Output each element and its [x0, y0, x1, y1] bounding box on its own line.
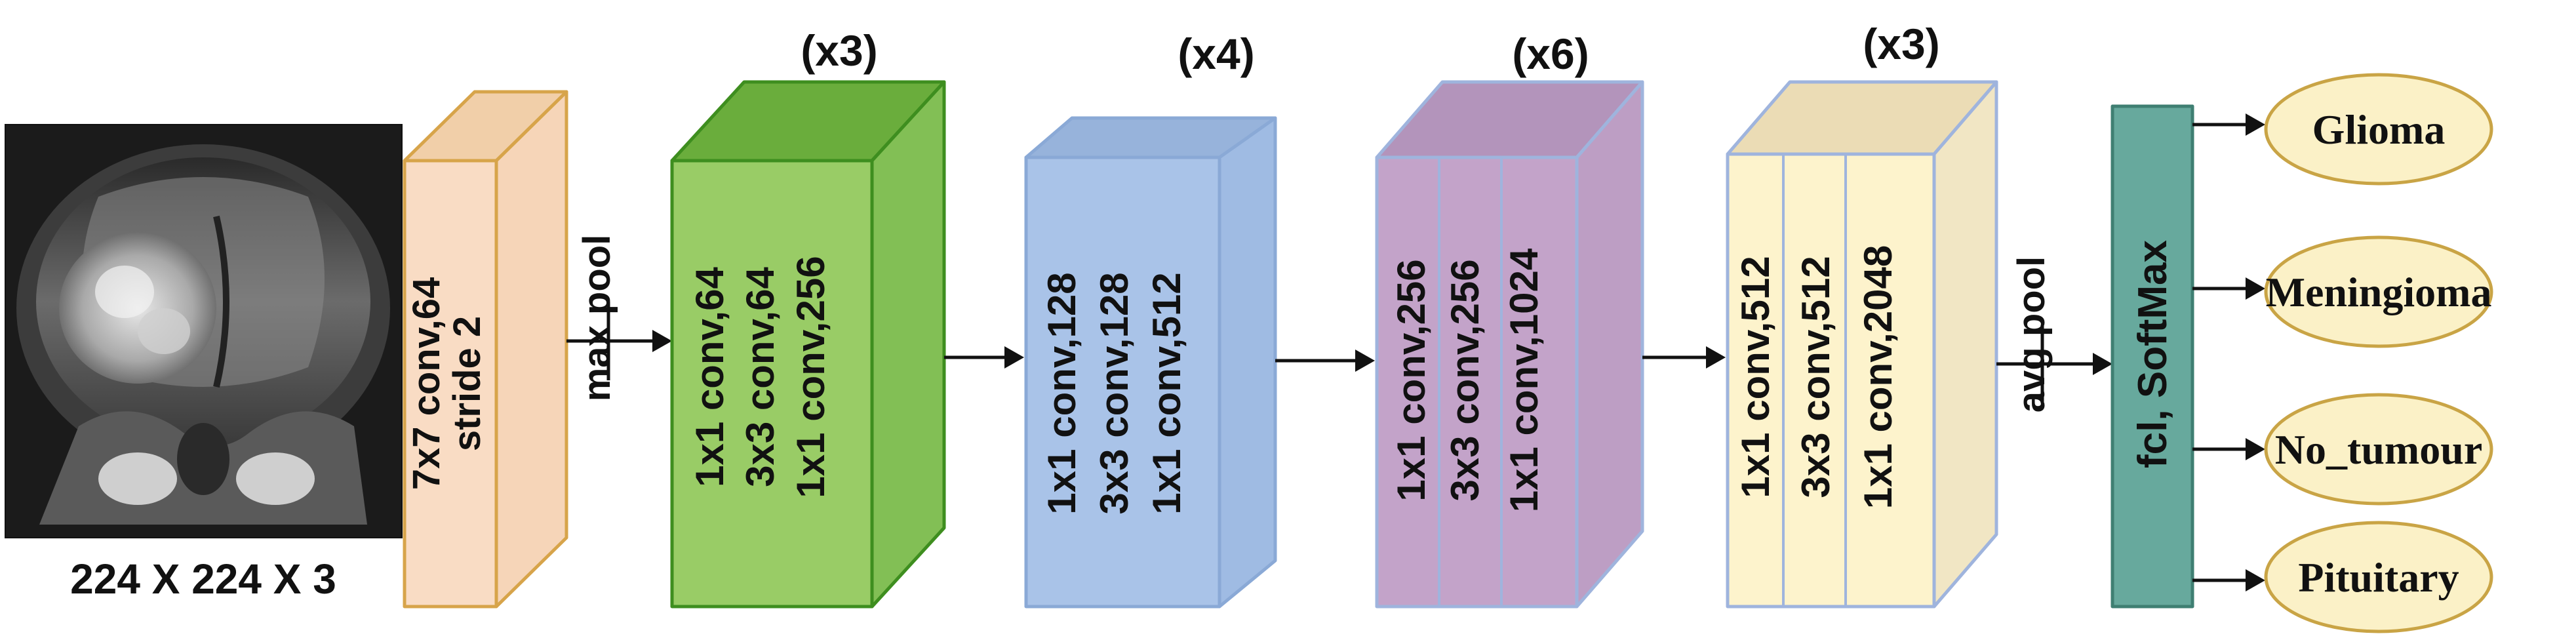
fc-softmax-rect [2110, 104, 2194, 609]
stage-1-side-face [870, 80, 946, 609]
fc-softmax-label: fcl, SoftMax [2130, 240, 2175, 468]
stage-4-line-3: 1x1 conv,2048 [1856, 245, 1900, 510]
output-pituitary-label: Pituitary [2298, 554, 2459, 601]
output-meningioma-ellipse [2264, 235, 2493, 348]
stage-2-line-3: 1x1 conv,512 [1145, 272, 1189, 514]
stage-2-line-1: 1x1 conv,128 [1040, 272, 1084, 514]
max-pool-label: max pool [576, 235, 618, 402]
arrowhead-stage1-to-stage2 [1004, 346, 1024, 369]
stage-2-repeat-label: (x4) [1178, 30, 1254, 78]
stage-3-side-face [1575, 80, 1644, 609]
arrowhead-stage3-to-stage4 [1706, 346, 1726, 369]
stage-2-side-face [1218, 116, 1277, 609]
output-no-tumour-ellipse [2264, 393, 2493, 506]
avg-pool-label: avg pool [2010, 256, 2053, 412]
stage-4-line-1: 1x1 conv,512 [1734, 256, 1777, 498]
stage-3-line-1: 1x1 conv,256 [1389, 259, 1433, 501]
stage-2-block: (x4) 1x1 conv,128 3x3 conv,128 1x1 conv,… [1024, 30, 1277, 609]
stem-label-line2: stride 2 [446, 316, 488, 451]
stage-3-block: (x6) 1x1 conv,256 3x3 conv,256 1x1 conv,… [1375, 30, 1644, 609]
stage-3-line-2: 3x3 conv,256 [1443, 259, 1487, 501]
stage-1-line-1: 1x1 conv,64 [688, 266, 732, 487]
stage-2-front-face [1024, 155, 1221, 609]
output-classes: Glioma Meningioma No_tumour Pituitary [2192, 73, 2493, 633]
stage-1-line-3: 1x1 conv,256 [789, 256, 833, 498]
stage-2-line-2: 3x3 conv,128 [1092, 272, 1136, 514]
output-no-tumour-label: No_tumour [2275, 426, 2482, 473]
stage-4-block: (x3) 1x1 conv,512 3x3 conv,512 1x1 conv,… [1726, 20, 1998, 609]
max-pool-connector: max pool [566, 235, 672, 402]
stage-3-front-face [1375, 155, 1579, 609]
stage-1-front-face [670, 159, 874, 609]
stem-conv-block: 7x7 conv,64 stride 2 [403, 90, 568, 609]
arrowhead-stage2-to-stage3 [1355, 350, 1375, 372]
stage-4-side-face [1932, 80, 1998, 609]
stage-1-block: (x3) 1x1 conv,64 3x3 conv,64 1x1 conv,25… [670, 26, 946, 609]
stage-1-line-2: 3x3 conv,64 [738, 266, 782, 487]
input-mri-image [5, 124, 403, 538]
stage-3-repeat-label: (x6) [1512, 30, 1589, 78]
stem-label-line1: 7x7 conv,64 [405, 277, 448, 490]
stage-4-line-2: 3x3 conv,512 [1794, 256, 1838, 498]
output-glioma-label: Glioma [2312, 106, 2446, 153]
stage-1-repeat-label: (x3) [801, 26, 877, 75]
stem-block-side-face [494, 90, 568, 609]
output-meningioma-label: Meningioma [2266, 269, 2492, 315]
stage-3-line-3: 1x1 conv,1024 [1502, 248, 1546, 512]
input-size-caption: 224 X 224 X 3 [70, 555, 336, 603]
avg-pool-connector: avg pool [1996, 256, 2112, 412]
fc-softmax-block: fcl, SoftMax [2110, 104, 2194, 609]
stage-4-repeat-label: (x3) [1863, 20, 1939, 68]
stage-4-front-face [1726, 152, 1936, 609]
output-pituitary-ellipse [2264, 521, 2493, 633]
stem-block-front-face [403, 159, 498, 609]
output-glioma-ellipse [2264, 73, 2493, 186]
